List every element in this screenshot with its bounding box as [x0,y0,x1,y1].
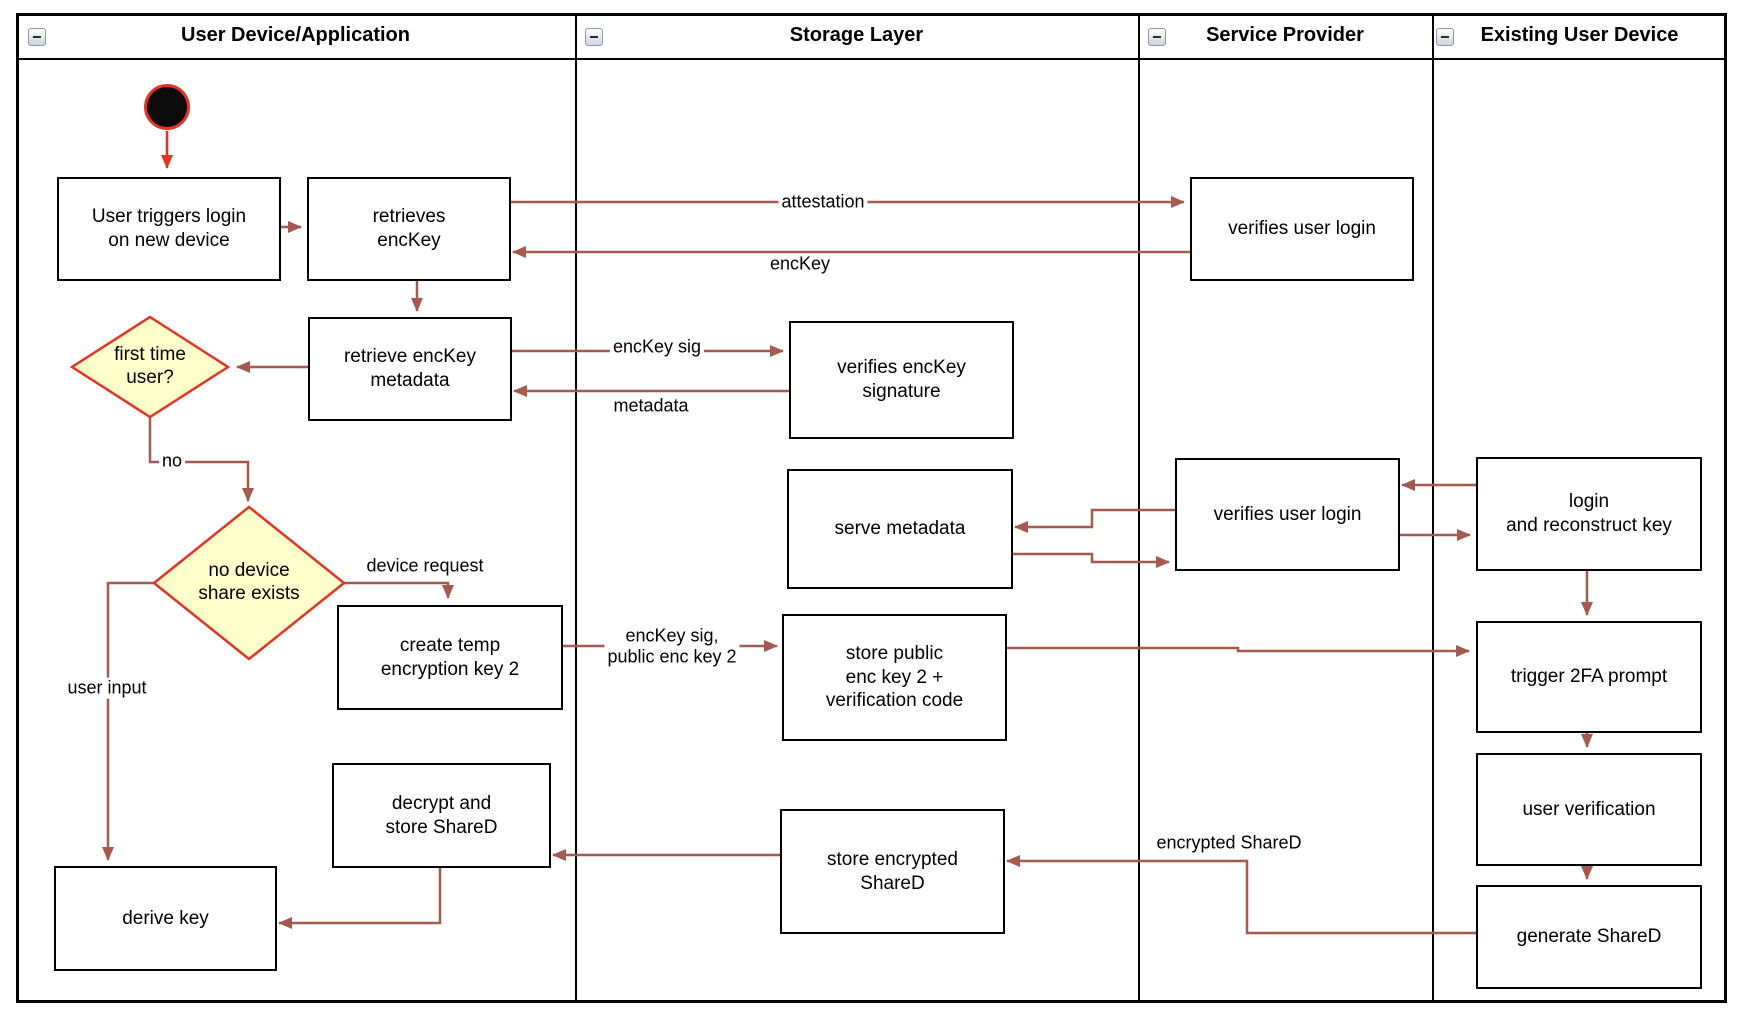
decision-first-time-user [69,315,231,419]
activity-verifies-enckey-signature: verifies encKey signature [789,321,1014,439]
edge-label-enckey: encKey [769,253,831,274]
activity-decrypt-store-shared: decrypt and store ShareD [332,763,551,868]
activity-retrieve-metadata: retrieve encKey metadata [308,317,512,421]
collapse-icon[interactable] [28,27,46,46]
activity-generate-shared: generate ShareD [1476,885,1702,989]
edge-serve-metadata-to-verifies [1009,552,1170,568]
activity-create-temp-key: create temp encryption key 2 [337,605,563,710]
lane-divider-1 [575,13,577,1000]
lane-title: Service Provider [1206,24,1364,46]
edge-store-public-to-trigger-2fa [1003,645,1470,657]
edge-no-branch [148,417,254,502]
lane-divider-2 [1138,13,1140,1000]
header-divider [16,58,1727,60]
activity-verifies-user-login-top: verifies user login [1190,177,1414,281]
activity-verifies-user-login-mid: verifies user login [1175,458,1400,571]
edge-label-enckey-sig: encKey sig [609,336,705,358]
activity-login-reconstruct-key: login and reconstruct key [1476,457,1702,571]
lane-title: User Device/Application [181,24,410,46]
swimlane-header-service-provider: Service Provider [1138,13,1432,58]
edge-label-no: no [158,450,186,472]
diagram-frame [16,13,1727,1003]
edge-device-request [344,581,454,599]
start-node [144,84,190,130]
activity-store-public-key: store public enc key 2 + verification co… [782,614,1007,741]
edge-label-attestation: attestation [778,191,868,213]
lane-divider-3 [1432,13,1434,1000]
activity-derive-key: derive key [54,866,277,971]
swimlane-header-user-device: User Device/Application [16,13,575,58]
edge-user-input [102,581,154,861]
swimlane-header-storage-layer: Storage Layer [575,13,1138,58]
edge-label-user-input: user input [64,677,150,699]
activity-serve-metadata: serve metadata [787,469,1013,589]
lane-title: Storage Layer [789,24,924,46]
decision-label-no-share: no device share exists [198,560,300,604]
activity-user-triggers-login: User triggers login on new device [57,177,281,281]
activity-store-encrypted-shared: store encrypted ShareD [780,809,1005,934]
edge-encrypted-shared [1006,855,1476,935]
activity-retrieves-enckey: retrieves encKey [307,177,511,281]
activity-trigger-2fa: trigger 2FA prompt [1476,621,1702,733]
edge-label-metadata: metadata [613,395,689,416]
edge-verifies-to-serve-metadata [1014,508,1175,533]
lane-title: Existing User Device [1480,24,1679,46]
edge-label-device-request: device request [366,555,484,576]
collapse-icon[interactable] [1436,27,1454,46]
activity-user-verification: user verification [1476,753,1702,866]
edge-label-enckey-sig-public: encKey sig, public enc key 2 [604,625,740,667]
edge-decrypt-to-derive [278,864,442,929]
decision-label-first-time: first time user? [114,344,186,388]
decision-no-device-share [151,505,347,661]
swimlane-header-existing-user-device: Existing User Device [1432,13,1727,58]
collapse-icon[interactable] [1148,27,1166,46]
collapse-icon[interactable] [585,27,603,46]
edge-label-encrypted-shared: encrypted ShareD [1153,832,1305,854]
